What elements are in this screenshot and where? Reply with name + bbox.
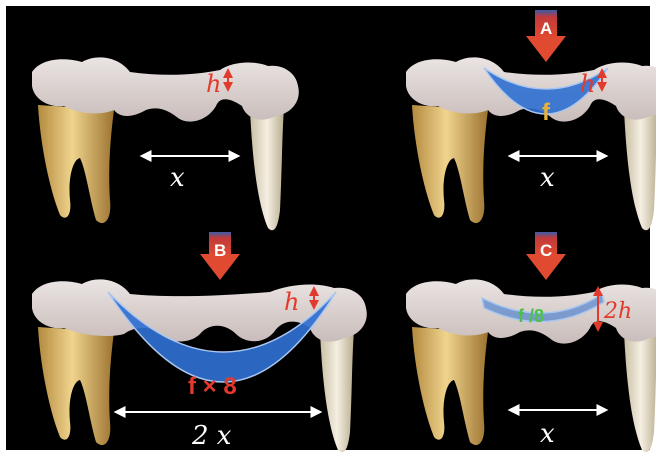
height-label: h bbox=[206, 70, 221, 98]
width-label: 2 x bbox=[191, 421, 232, 451]
arrow-label: C bbox=[540, 241, 552, 260]
arrow-label: A bbox=[540, 19, 552, 38]
deflection-label: f /8 bbox=[518, 306, 544, 326]
width-label: x bbox=[540, 419, 555, 449]
deflection-label: f × 8 bbox=[188, 373, 237, 400]
arrow-label: B bbox=[214, 241, 226, 260]
width-label: x bbox=[540, 163, 555, 193]
width-label: x bbox=[170, 163, 185, 193]
deflection-label: f bbox=[542, 99, 551, 126]
height-label: h bbox=[284, 288, 299, 316]
height-label: 2h bbox=[603, 299, 632, 324]
height-label: h bbox=[580, 70, 595, 98]
